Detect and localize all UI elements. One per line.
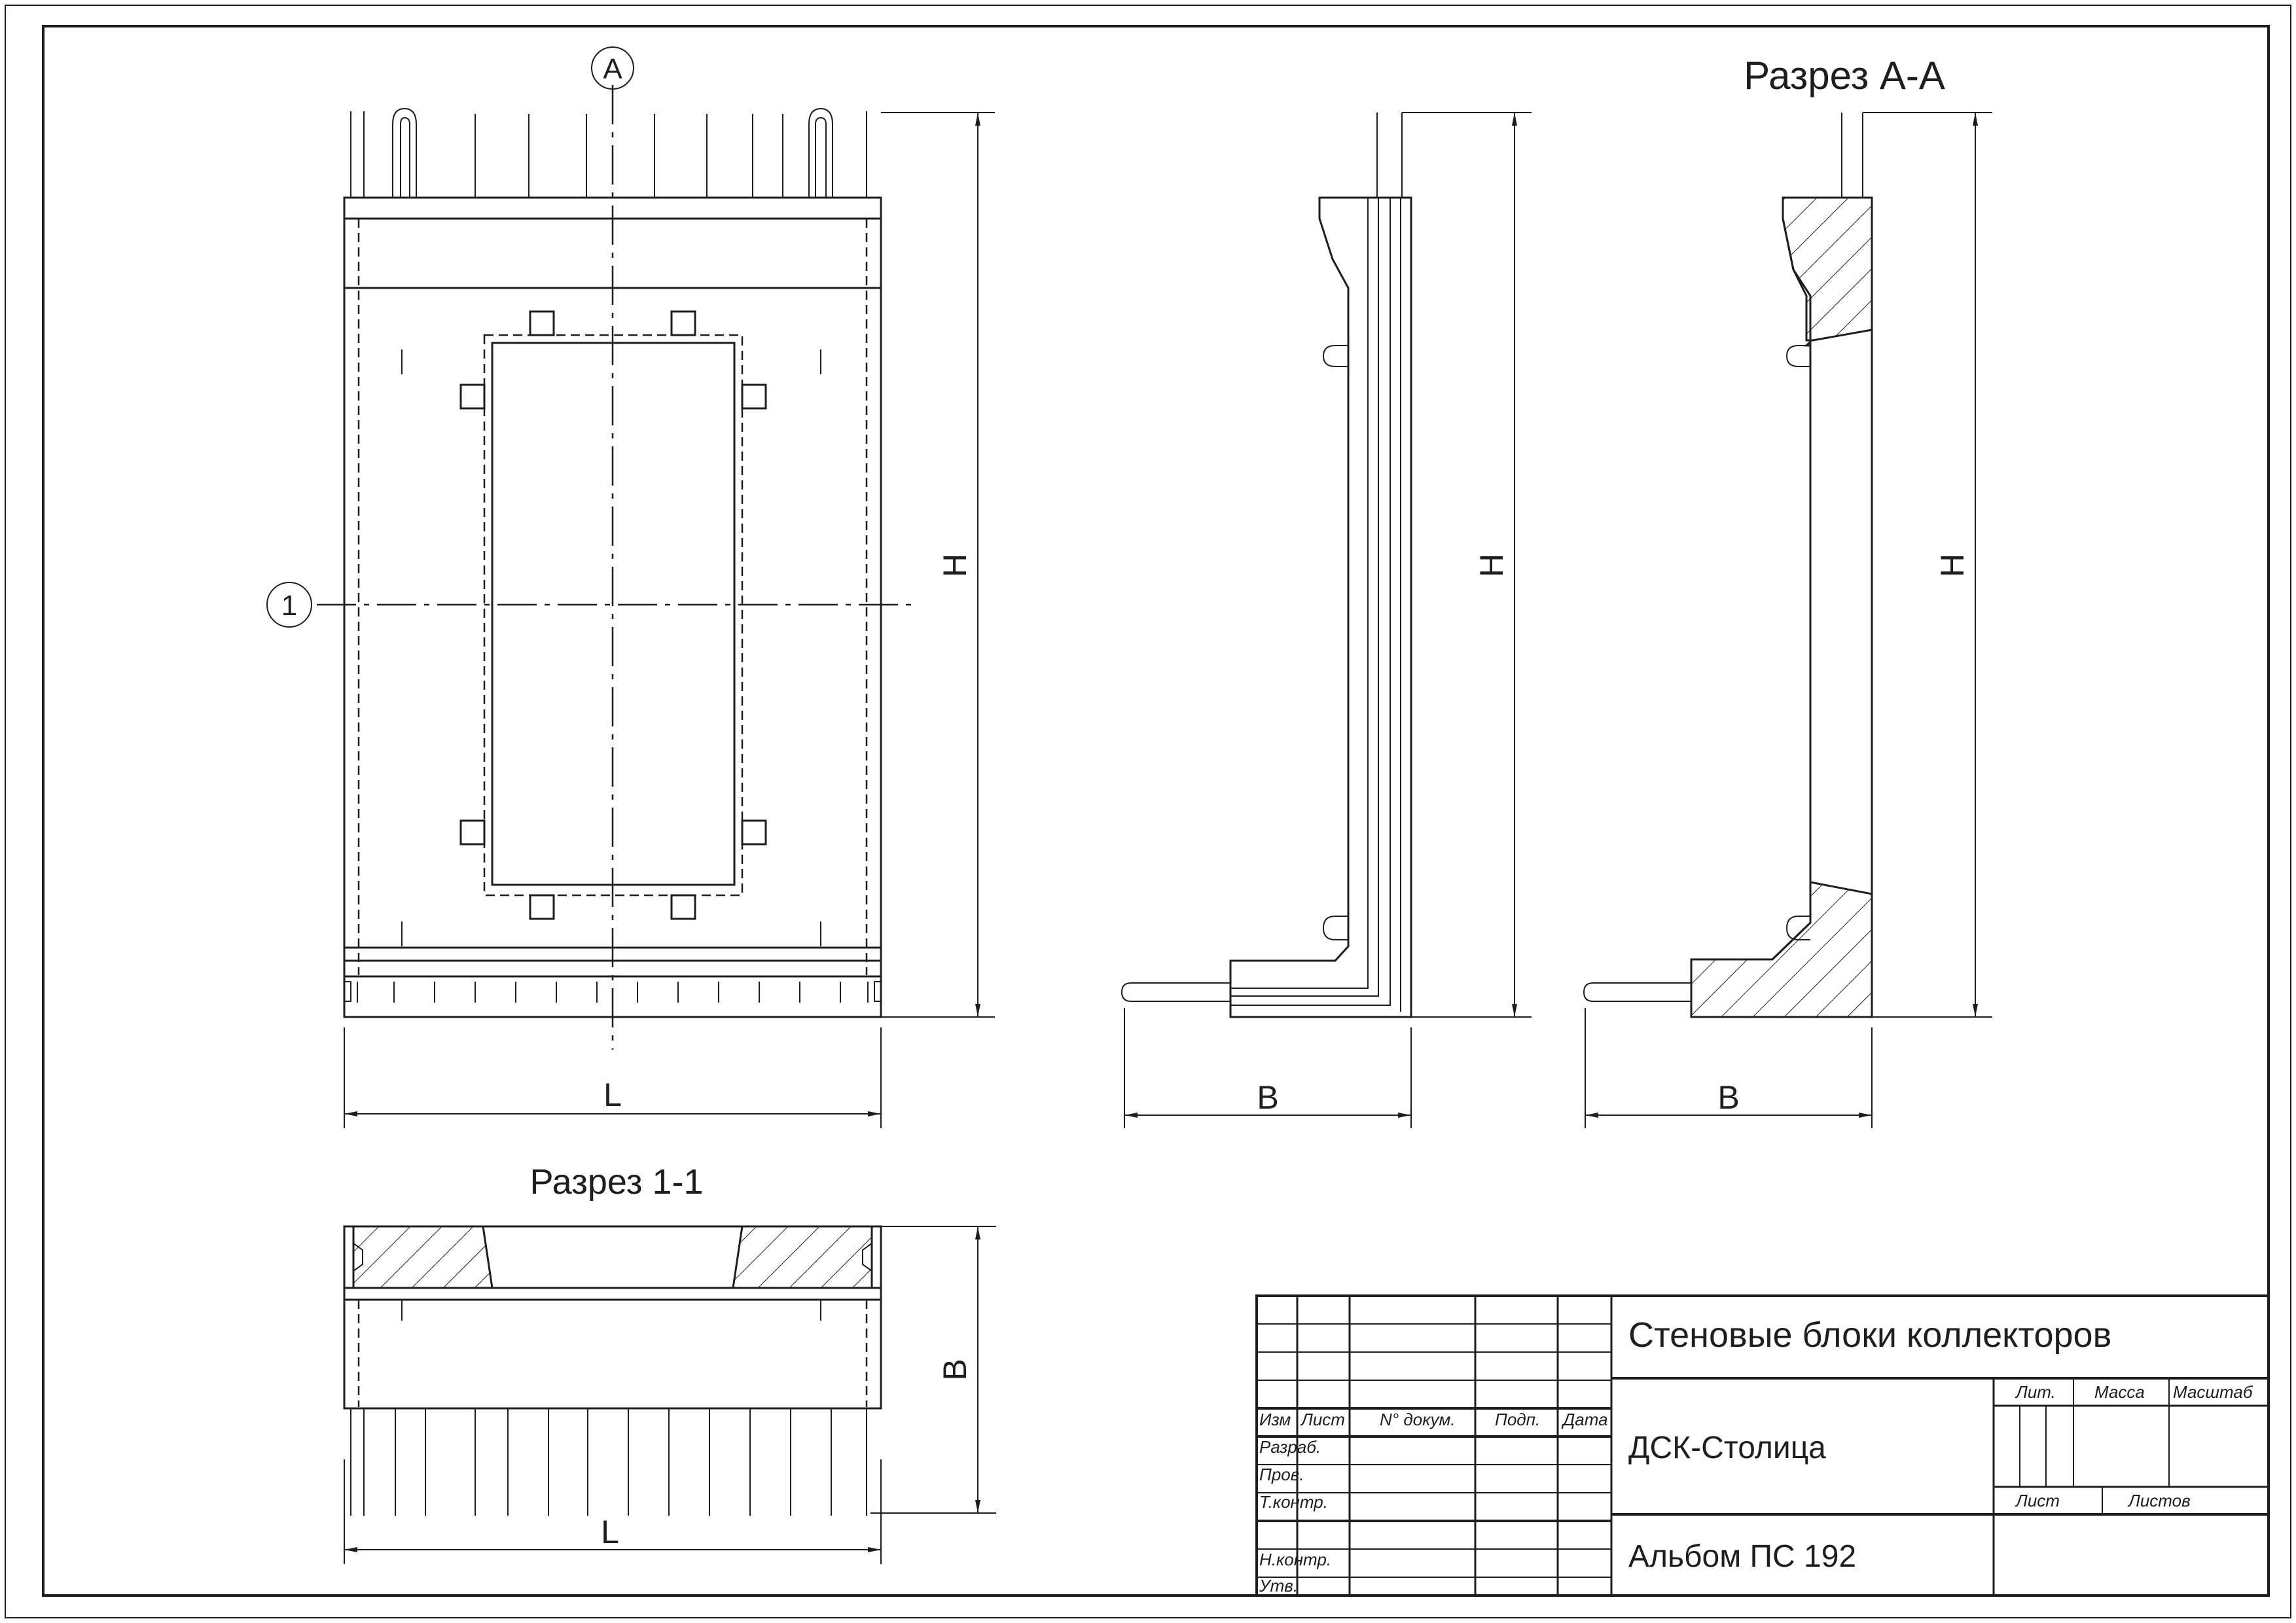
- side-depth-dimension: В: [1124, 1008, 1412, 1128]
- section-11-width-label: L: [601, 1514, 619, 1550]
- section-11-view: [343, 1225, 882, 1516]
- drawing-title: Стеновые блоки коллекторов: [1628, 1315, 2111, 1355]
- role-tech-control: Т.контр.: [1259, 1492, 1328, 1512]
- side-depth-label: В: [1257, 1079, 1278, 1116]
- header-lit: Лит.: [2015, 1382, 2056, 1402]
- header-scale: Масштаб: [2173, 1382, 2253, 1402]
- header-sheets: Листов: [2127, 1491, 2191, 1510]
- header-sheet: Лист: [2015, 1491, 2060, 1510]
- header-izm: Изм: [1259, 1410, 1291, 1429]
- front-width-label: L: [603, 1077, 622, 1113]
- header-sign: Подп.: [1495, 1410, 1540, 1429]
- organization-name: ДСК-Столица: [1628, 1431, 1826, 1465]
- section-aa-view: [1583, 113, 1873, 1018]
- side-height-dimension: Н: [1402, 112, 1532, 1018]
- section-11-width-dimension: L: [344, 1459, 882, 1564]
- front-height-label: Н: [937, 554, 973, 577]
- album-number: Альбом ПС 192: [1628, 1539, 1856, 1574]
- header-date: Дата: [1561, 1410, 1608, 1429]
- header-list: Лист: [1300, 1410, 1345, 1429]
- sheet-frame: [5, 5, 2291, 1618]
- side-height-label: Н: [1473, 554, 1510, 577]
- role-checked: Пров.: [1259, 1465, 1304, 1484]
- front-width-dimension: L: [344, 1027, 882, 1128]
- front-height-dimension: Н: [881, 112, 995, 1018]
- header-doc-no: N° докум.: [1380, 1410, 1456, 1429]
- section-11-depth-dimension: В: [870, 1226, 996, 1514]
- role-approved: Утв.: [1259, 1576, 1298, 1596]
- axis-marker-1-label: 1: [281, 590, 297, 622]
- axis-marker-a-label: А: [603, 53, 622, 85]
- axis-marker-a: А: [591, 46, 634, 90]
- section-aa-title: Разрез А-А: [1744, 54, 1945, 98]
- section-aa-height-label: Н: [1934, 554, 1971, 577]
- header-mass: Масса: [2094, 1382, 2145, 1402]
- section-aa-depth-dimension: В: [1585, 1008, 1873, 1128]
- section-11-depth-label: В: [937, 1359, 973, 1380]
- axis-marker-1: 1: [266, 582, 312, 628]
- embedded-plates: [459, 310, 767, 920]
- section-aa-height-dimension: Н: [1863, 112, 1992, 1018]
- role-developed: Разраб.: [1259, 1437, 1321, 1457]
- front-view: [317, 85, 919, 1050]
- side-view: [1121, 113, 1412, 1018]
- section-11-title: Разрез 1-1: [529, 1162, 703, 1202]
- role-norm-control: Н.контр.: [1259, 1550, 1331, 1569]
- title-block: [1255, 1294, 2270, 1597]
- top-rebar: [350, 107, 867, 198]
- section-aa-depth-label: В: [1717, 1079, 1739, 1116]
